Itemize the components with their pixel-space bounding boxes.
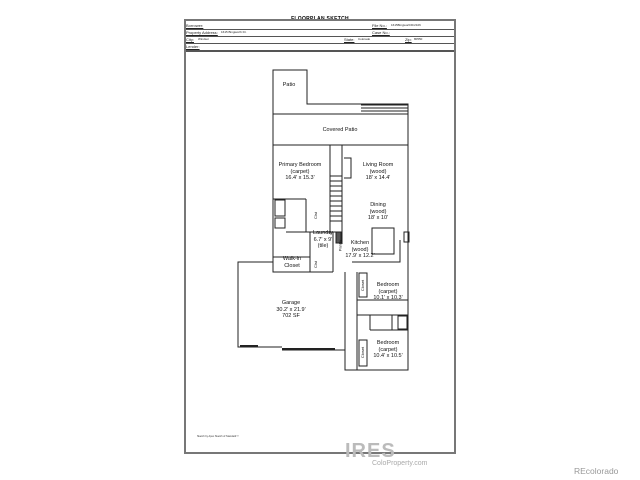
case-no-label: Case No.: [372,30,390,35]
zip: 80550 [414,37,423,41]
room-floor: (tile) [317,243,329,249]
room-floor: (wood) [369,168,387,175]
address-label: Property Address: [186,30,218,35]
fireplace [344,157,352,179]
bedroom-closet-1 [358,272,368,298]
stair-treads [330,175,342,222]
room-size: 16.4' x 15.3' [285,175,315,181]
garage-door [240,345,335,350]
room-name: Kitchen [350,240,370,246]
patio-outline [272,69,409,115]
patio-steps [361,104,408,112]
city-label: City: [186,37,194,42]
coloproperty-watermark: ColoProperty.com [372,460,428,467]
label-closet-1: Closet [360,279,366,292]
room-floor: (carpet) [378,288,398,295]
bathtub-2 [397,315,408,330]
room-name: Dining [370,202,386,208]
room-name: Bedroom [376,340,400,346]
label-clst-1: Clst [312,212,318,219]
label-clst-2: Clst [312,261,318,268]
room-floor: (wood) [369,208,387,215]
room-name: Walk-in [282,256,302,262]
kitchen-counter [352,231,410,263]
ires-watermark: IRES [345,440,396,462]
recolorado-logo: REcolorado [574,466,619,476]
shower [274,217,286,229]
room-size: 10.4' x 10.5' [373,353,403,359]
bath-walls [273,198,343,272]
city: Windsor [198,37,210,41]
header-fields: Borrower: File No.: 1615BingworthDr2106 Pr… [186,23,454,52]
room-area: 702 SF [282,313,300,319]
room-primary-bedroom: Primary Bedroom(carpet)16.4' x 15.3' [279,162,322,182]
bathtub [274,199,286,217]
file-no: 1615BingworthDr2106 [391,23,421,27]
room-name: Garage [281,300,301,306]
room-size: 10.1' x 10.3' [373,295,403,301]
room-name: Living Room [362,162,394,168]
room-floor: (carpet) [378,346,398,353]
room-name-line2: Closet [284,262,300,269]
room-name: Bedroom [376,282,400,288]
room-size: 6.7' x 9' [313,236,333,243]
label-pantry: Pantry [337,239,343,252]
file-no-label: File No.: [372,23,387,28]
room-living-room: Living Room(wood)18' x 14.4' [363,162,394,182]
pantry-shelf [335,231,342,244]
bedroom-walls [357,299,408,331]
room-name: Primary Bedroom [278,162,322,168]
lender-label: Lender: [186,44,200,49]
room-dining: Dining(wood)18' x 10' [368,202,388,222]
room-floor: (wood) [351,246,369,253]
room-size: 18' x 10' [367,215,389,221]
room-kitchen: Kitchen(wood)17.9' x 12.2' [345,240,374,260]
sketch-note: Sketch by Apex Sketch of Standard™ [197,435,239,438]
house-outline [272,145,409,371]
document-frame [184,19,456,454]
label-closet-2: Closet [360,346,366,359]
room-size: 17.9' x 12.2' [345,253,375,259]
address: 1615 Bingworth Dr. [221,30,247,34]
bedroom-closet-2 [358,339,368,367]
room-bedroom-1: Bedroom(carpet)10.1' x 10.3' [373,282,402,302]
room-patio: Patio [282,82,296,88]
zip-label: Zip: [405,37,412,42]
room-name: Laundry [313,230,333,236]
state: Colorado [358,37,371,41]
room-size: 30.2' x 21.9' [276,306,306,313]
stairs [329,145,343,234]
borrower-label: Borrower: [186,23,204,28]
room-floor: (carpet) [290,168,310,175]
room-bedroom-2: Bedroom(carpet)10.4' x 10.5' [373,340,402,360]
state-label: State: [344,37,355,42]
room-size: 18' x 14.4' [365,175,391,181]
kitchen-island [371,227,395,255]
room-covered-patio: Covered Patio [322,127,358,133]
